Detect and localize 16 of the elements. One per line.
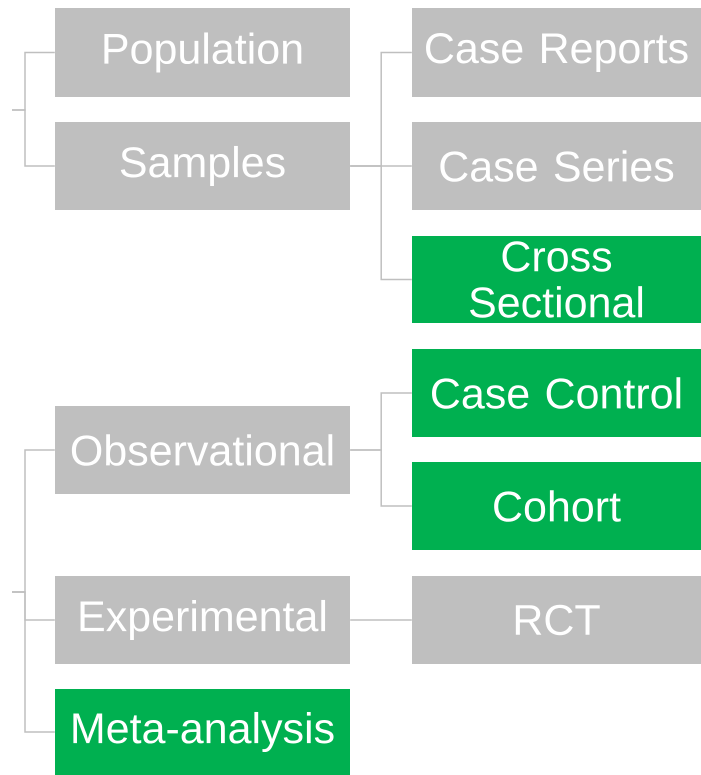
connector-line (350, 165, 412, 280)
category-box: RCT (412, 576, 701, 664)
connector-line (12, 591, 55, 733)
category-box: Case Series (412, 122, 701, 210)
category-box: Cross Sectional (412, 236, 701, 323)
category-box: Experimental (55, 576, 350, 664)
connector-line (12, 109, 55, 167)
category-box: Samples (55, 122, 350, 210)
category-box: Cohort (412, 462, 701, 550)
category-box: Observational (55, 406, 350, 494)
category-box: Case Control (412, 349, 701, 437)
connector-line (350, 449, 412, 507)
category-box: Population (55, 8, 350, 97)
connector-line (350, 619, 412, 621)
category-box: Case Reports (412, 8, 701, 97)
category-box: Meta-analysis (55, 689, 350, 775)
